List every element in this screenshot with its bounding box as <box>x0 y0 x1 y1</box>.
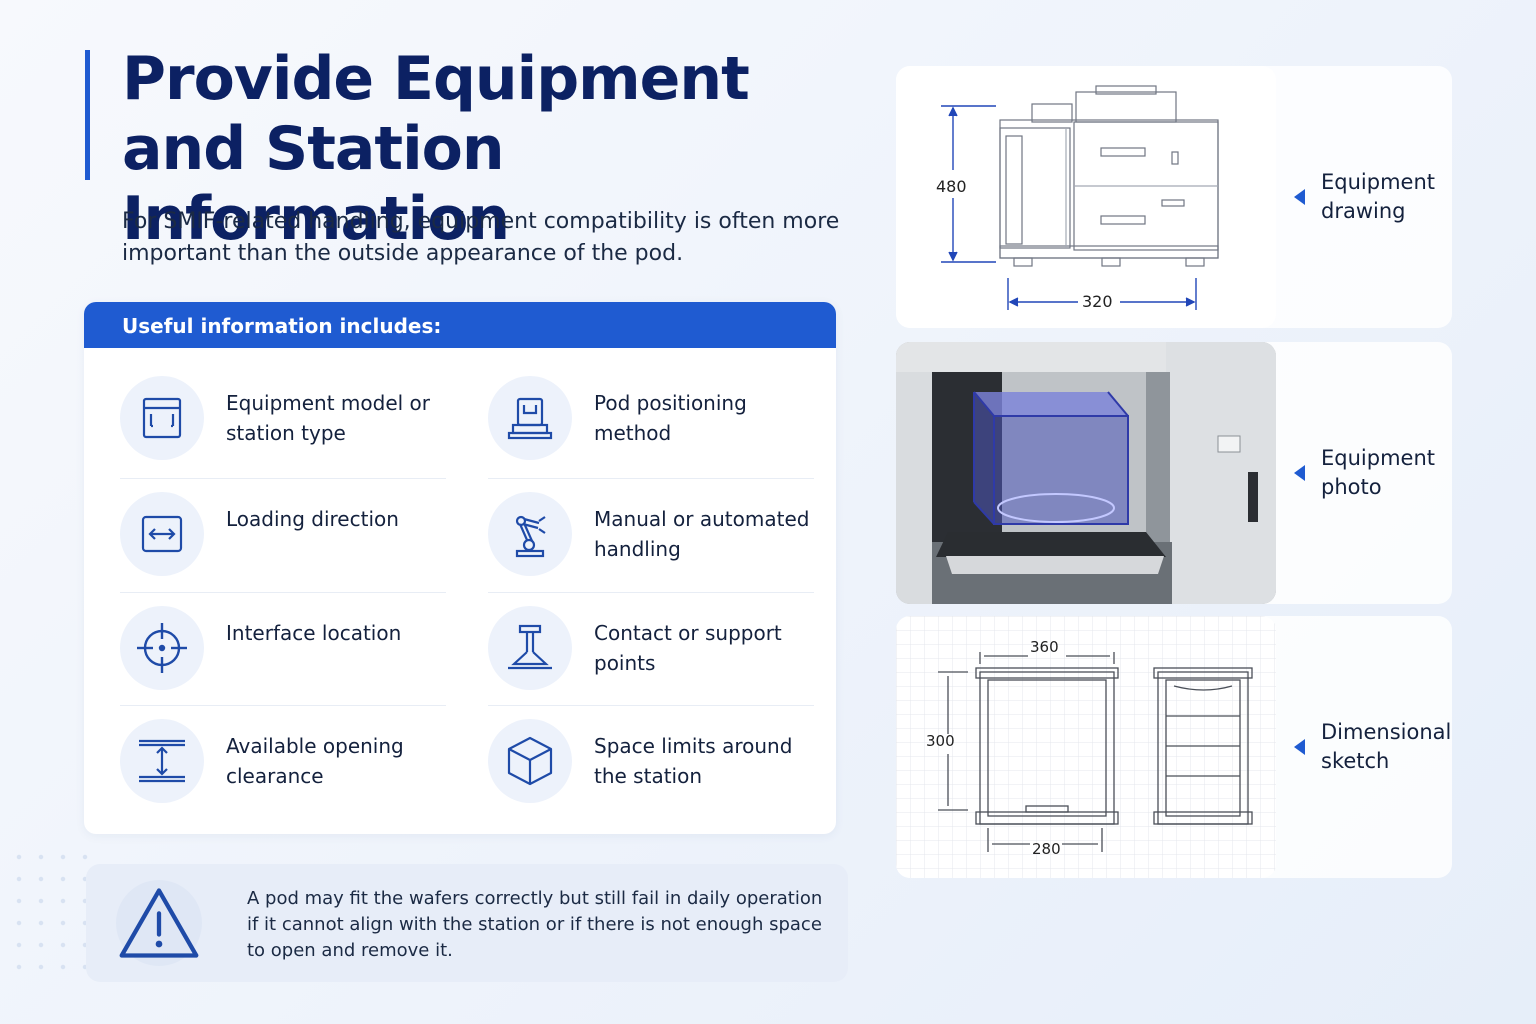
panel-label: Equipment drawing <box>1321 170 1435 223</box>
dimensional-sketch-image: 360 300 280 <box>896 616 1276 878</box>
info-item-contact-points: Contact or support points <box>488 592 818 704</box>
warning-icon <box>119 888 199 958</box>
equipment-drawing-image: 480 320 <box>896 66 1276 328</box>
info-item-opening-clearance: Available opening clearance <box>120 705 450 817</box>
loading-direction-icon <box>141 515 183 553</box>
info-item-label: Loading direction <box>226 507 399 531</box>
panel-equipment-drawing: 480 320 Equipment drawing <box>896 66 1452 328</box>
sketch-width-dim: 360 <box>1030 638 1059 656</box>
info-item-handling-mode: Manual or automated handling <box>488 478 818 590</box>
divider <box>488 478 814 479</box>
panel-label: Equipment photo <box>1321 446 1435 499</box>
info-item-label: Manual or automated handling <box>594 507 810 561</box>
info-item-loading-direction: Loading direction <box>120 478 450 590</box>
pod-positioning-icon <box>507 397 553 440</box>
info-item-label: Contact or support points <box>594 621 782 675</box>
pointer-triangle-icon <box>1294 739 1305 755</box>
info-item-interface-location: Interface location <box>120 592 450 704</box>
sketch-depth-dim: 280 <box>1032 840 1061 858</box>
info-item-pod-positioning: Pod positioning method <box>488 362 818 474</box>
robot-arm-icon <box>515 515 546 558</box>
support-point-icon <box>508 624 552 670</box>
cube-icon <box>507 736 553 786</box>
title-accent-bar <box>85 50 90 180</box>
panel-equipment-photo: Equipment photo <box>896 342 1452 604</box>
info-item-label: Available opening clearance <box>226 734 404 788</box>
info-item-label: Space limits around the station <box>594 734 793 788</box>
info-header: Useful information includes: <box>84 302 836 348</box>
drawing-height-dim: 480 <box>936 177 967 196</box>
info-card: Useful information includes: Equipment m… <box>84 302 836 834</box>
divider <box>488 592 814 593</box>
pointer-triangle-icon <box>1294 189 1305 205</box>
pointer-triangle-icon <box>1294 465 1305 481</box>
sketch-height-dim: 300 <box>926 732 955 750</box>
info-item-space-limits: Space limits around the station <box>488 705 818 817</box>
panel-label: Dimensional sketch <box>1321 720 1452 773</box>
decorative-dots <box>8 846 88 976</box>
warning-box: A pod may fit the wafers correctly but s… <box>86 864 848 982</box>
equipment-icon <box>142 397 182 439</box>
page-title: Provide Equipment and Station Informatio… <box>122 44 750 254</box>
divider <box>120 478 446 479</box>
warning-text: A pod may fit the wafers correctly but s… <box>247 888 823 961</box>
divider <box>488 705 814 706</box>
divider <box>120 705 446 706</box>
info-item-label: Pod positioning method <box>594 391 747 445</box>
info-item-label: Equipment model or station type <box>226 391 431 445</box>
intro-text: For SMIF-related handling, equipment com… <box>122 209 840 266</box>
info-item-label: Interface location <box>226 621 402 645</box>
drawing-width-dim: 320 <box>1082 292 1113 311</box>
equipment-photo-image <box>896 342 1276 604</box>
crosshair-icon <box>137 623 187 673</box>
info-item-equipment-model: Equipment model or station type <box>120 362 450 474</box>
divider <box>120 592 446 593</box>
panel-dimensional-sketch: 360 300 280 Dimensional sketch <box>896 616 1452 878</box>
clearance-icon <box>139 739 185 783</box>
